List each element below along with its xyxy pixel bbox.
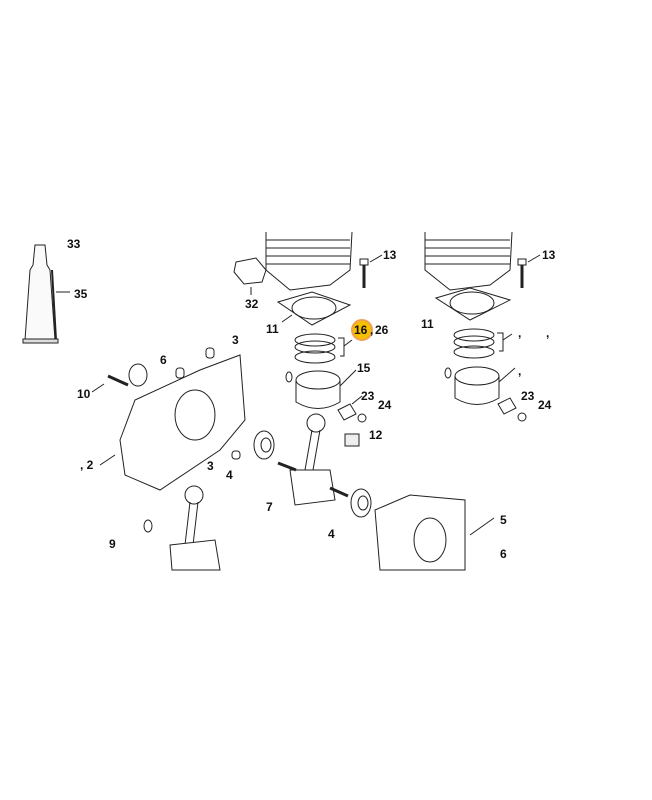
crankcase-right-icon [374,494,495,571]
callout-2[interactable]: , 2 [80,458,94,472]
callout-12[interactable]: 12 [369,428,383,442]
cylinder-left-icon [265,231,353,291]
callout-35[interactable]: 35 [74,287,88,301]
callout-3[interactable]: 3 [232,333,239,347]
piston-pin-icon [497,397,527,422]
piston-rings-icon [453,328,513,359]
callout-33[interactable]: 33 [67,237,81,251]
callout-11[interactable]: 11 [421,317,434,331]
callout-separator: , [370,323,374,337]
piston-icon [444,366,516,405]
dowel-icon [231,450,241,460]
callout-6[interactable]: 6 [160,353,167,367]
callout-13[interactable]: 13 [542,248,556,262]
dowel-icon [205,347,215,359]
crankshaft-icon [277,413,349,506]
piston-icon [285,369,357,409]
callout-23[interactable]: 23 [361,389,375,403]
screw-icon [359,254,383,288]
dowel-icon [175,367,185,379]
ball-bearing-icon [350,488,372,518]
callout-26[interactable]: 26 [375,323,389,337]
gasket-icon [233,257,267,295]
screw-icon [517,254,541,288]
callout-5[interactable]: 5 [500,513,507,527]
callout-23[interactable]: 23 [521,389,535,403]
screw-icon [91,374,129,393]
callout-15[interactable]: 15 [357,361,371,375]
callout-16-highlighted[interactable]: 16 [354,323,368,337]
base-gasket-icon [276,291,352,326]
callout-4[interactable]: 4 [328,527,335,541]
callout-32[interactable]: 32 [245,297,259,311]
callout-empty: , [518,364,522,378]
oil-seal-icon [128,363,148,387]
crankcase-left-icon [99,354,246,491]
grease-tube-icon [22,244,70,344]
piston-rings-icon [294,333,353,364]
callout-3[interactable]: 3 [207,459,214,473]
callout-4[interactable]: 4 [226,468,233,482]
callout-24[interactable]: 24 [538,398,552,412]
callout-empty: , [518,326,522,340]
needle-bearing-icon [344,433,360,447]
callout-empty: , [546,326,550,340]
ball-bearing-icon [253,430,275,460]
callout-11[interactable]: 11 [266,322,279,336]
base-gasket-icon [434,287,512,321]
callout-24[interactable]: 24 [378,398,392,412]
highlight-marker [351,319,373,341]
callout-6[interactable]: 6 [500,547,507,561]
callout-9[interactable]: 9 [109,537,116,551]
callout-10[interactable]: 10 [77,387,91,401]
callout-7[interactable]: 7 [266,500,273,514]
cylinder-right-icon [424,231,513,291]
callout-13[interactable]: 13 [383,248,397,262]
crankshaft-icon [143,485,221,571]
piston-pin-icon [337,395,367,423]
